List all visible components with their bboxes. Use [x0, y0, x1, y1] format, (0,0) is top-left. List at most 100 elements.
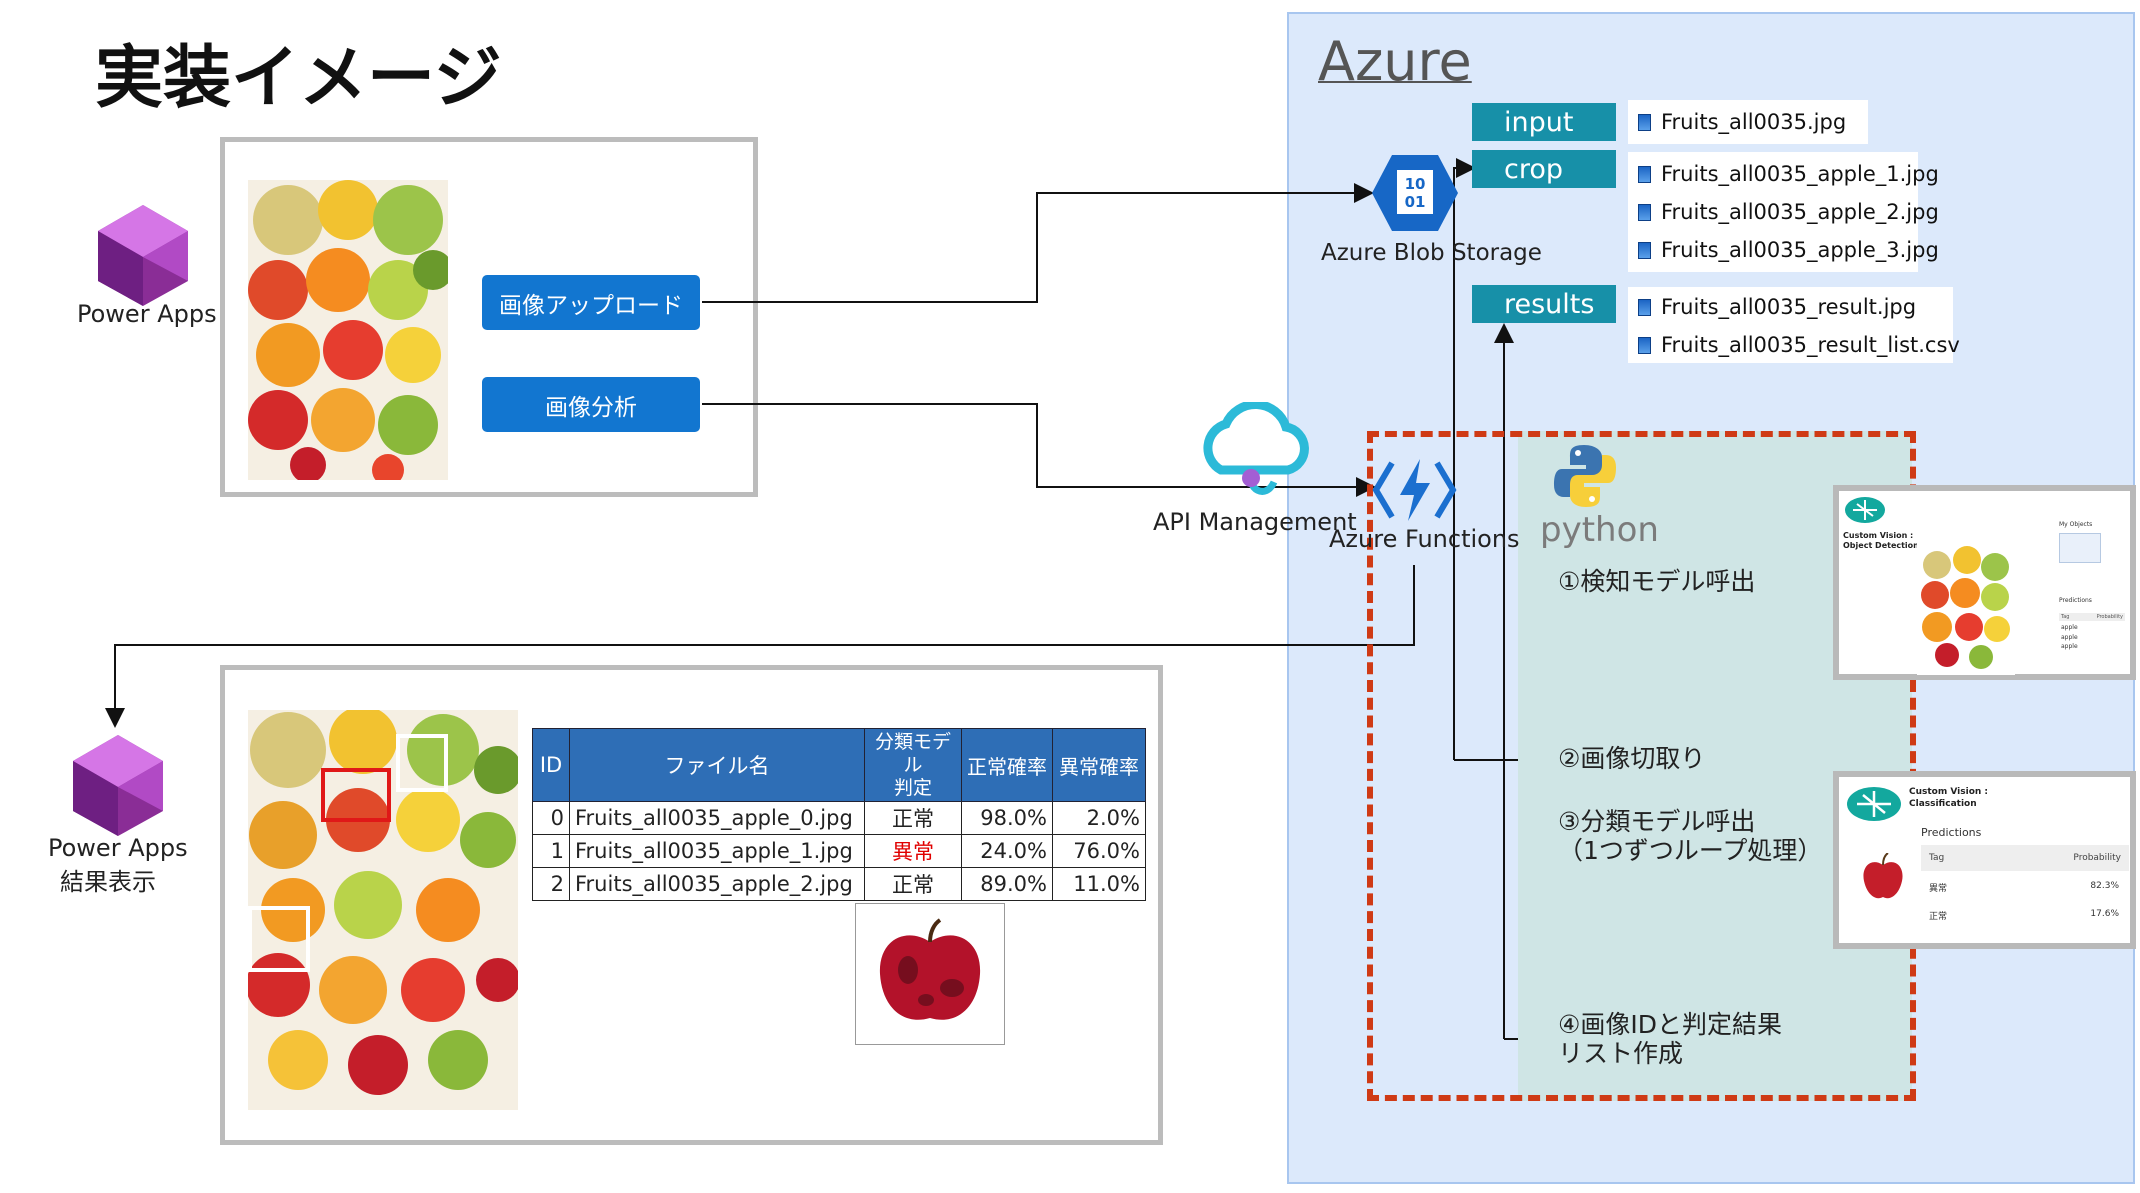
cv-objects-label: My Objects [2059, 521, 2093, 528]
power-apps-icon [98, 205, 188, 306]
cell-filename: Fruits_all0035_apple_0.jpg [569, 801, 865, 836]
brain-icon [1845, 497, 1885, 523]
step-2-label: ②画像切取り [1558, 744, 1706, 773]
azure-functions-label: Azure Functions [1329, 525, 1520, 553]
container-input[interactable]: input [1472, 103, 1616, 141]
power-apps-result-label-1: Power Apps [48, 834, 188, 862]
upload-to-blob-arrow [702, 183, 1374, 303]
cv-predictions-label: Predictions [2059, 597, 2092, 604]
file-item[interactable]: Fruits_all0035_result_list.csv [1638, 333, 1960, 357]
container-crop[interactable]: crop [1472, 150, 1616, 188]
image-file-icon [1638, 203, 1651, 221]
cell-abnormal-prob: 11.0% [1052, 867, 1146, 902]
crop-arrow [1453, 158, 1476, 760]
col-header-normal: 正常確率 [961, 727, 1053, 803]
cv-detection-tag-list: apple apple apple [2061, 623, 2078, 652]
custom-vision-detection-card: Custom Vision : Object Detection My Obje… [1833, 485, 2136, 680]
cell-id: 1 [532, 834, 570, 869]
detection-preview-image [1917, 535, 2015, 675]
cv-classification-title-2: Classification [1909, 798, 1977, 809]
analyze-image-button[interactable]: 画像分析 [482, 377, 700, 432]
image-file-icon [1638, 298, 1651, 316]
blob-storage-icon: 10 01 [1372, 155, 1458, 231]
image-file-icon [1638, 241, 1651, 259]
blob-storage-label: Azure Blob Storage [1321, 240, 1542, 266]
step-1-label: ①検知モデル呼出 [1558, 567, 1756, 596]
col-header-id: ID [532, 727, 570, 803]
api-management-label: API Management [1153, 508, 1357, 536]
cv-classification-predictions-label: Predictions [1921, 826, 1982, 839]
cell-judge: 異常 [864, 834, 962, 869]
cell-id: 0 [532, 801, 570, 836]
python-label: python [1540, 510, 1659, 550]
cell-abnormal-prob: 2.0% [1052, 801, 1146, 836]
file-item[interactable]: Fruits_all0035_apple_1.jpg [1638, 162, 1939, 186]
brain-icon [1847, 787, 1901, 821]
col-header-judge: 分類モデル 判定 [864, 727, 962, 803]
col-header-filename: ファイル名 [569, 727, 865, 803]
page-title: 実装イメージ [95, 39, 502, 118]
cell-filename: Fruits_all0035_apple_1.jpg [569, 834, 865, 869]
functions-to-result-arrow [105, 565, 1415, 728]
result-fruit-image [248, 710, 518, 1110]
analyze-to-functions-arrow [702, 403, 1376, 497]
azure-label: Azure [1318, 30, 1472, 93]
azure-functions-boundary [1367, 431, 1916, 1101]
step-4-label: ④画像IDと判定結果 [1558, 1010, 1783, 1039]
api-management-icon [1203, 402, 1309, 495]
image-file-icon [1638, 165, 1651, 183]
cv-classification-title-1: Custom Vision : [1909, 787, 1989, 797]
image-file-icon [1638, 113, 1651, 131]
power-apps-result-label-2: 結果表示 [60, 868, 156, 896]
objects-thumbnail [2059, 533, 2101, 563]
step-3-label: ③分類モデル呼出 [1558, 807, 1756, 836]
cell-judge: 正常 [864, 867, 962, 902]
detection-box-abnormal [321, 768, 391, 822]
cv-detection-title-2: Object Detection [1843, 540, 1919, 550]
crop-file-list: Fruits_all0035_apple_1.jpg Fruits_all003… [1628, 152, 1939, 272]
input-file-list: Fruits_all0035.jpg [1628, 100, 1868, 144]
cv-tag: apple [2061, 624, 2078, 631]
blob-icon-text-bottom: 01 [1405, 193, 1426, 211]
cropped-apple-image [855, 903, 1005, 1045]
col-header-abnormal: 異常確率 [1052, 727, 1146, 803]
python-logo-icon [1554, 445, 1616, 507]
cv-tag: apple [2061, 633, 2078, 641]
file-item[interactable]: Fruits_all0035_result.jpg [1638, 295, 1916, 319]
apple-icon [1863, 853, 1903, 899]
power-apps-label: Power Apps [77, 300, 217, 328]
fruit-image [248, 180, 448, 480]
results-file-list: Fruits_all0035_result.jpg Fruits_all0035… [1628, 287, 1960, 363]
cell-normal-prob: 98.0% [961, 801, 1053, 836]
upload-image-button[interactable]: 画像アップロード [482, 275, 700, 330]
step-3-sub-label: （1つずつループ処理） [1558, 836, 1823, 865]
custom-vision-classification-card: Custom Vision : Classification Predictio… [1833, 771, 2136, 949]
cv-detection-title-1: Custom Vision : [1843, 531, 1914, 540]
file-item[interactable]: Fruits_all0035_apple_2.jpg [1638, 200, 1939, 224]
file-item[interactable]: Fruits_all0035_apple_3.jpg [1638, 238, 1939, 262]
azure-functions-icon [1372, 459, 1457, 521]
cell-judge: 正常 [864, 801, 962, 836]
detection-box-normal [396, 734, 448, 792]
cell-id: 2 [532, 867, 570, 902]
power-apps-result-icon [73, 735, 163, 836]
cell-abnormal-prob: 76.0% [1052, 834, 1146, 869]
step-4-sub-label: リスト作成 [1558, 1039, 1684, 1068]
container-results[interactable]: results [1472, 285, 1616, 323]
cv-tag: apple [2061, 643, 2078, 651]
csv-file-icon [1638, 336, 1651, 354]
fruit-shapes [248, 180, 448, 480]
file-item[interactable]: Fruits_all0035.jpg [1638, 110, 1846, 134]
cell-filename: Fruits_all0035_apple_2.jpg [569, 867, 865, 902]
cell-normal-prob: 24.0% [961, 834, 1053, 869]
blob-icon-text-top: 10 [1405, 175, 1426, 193]
